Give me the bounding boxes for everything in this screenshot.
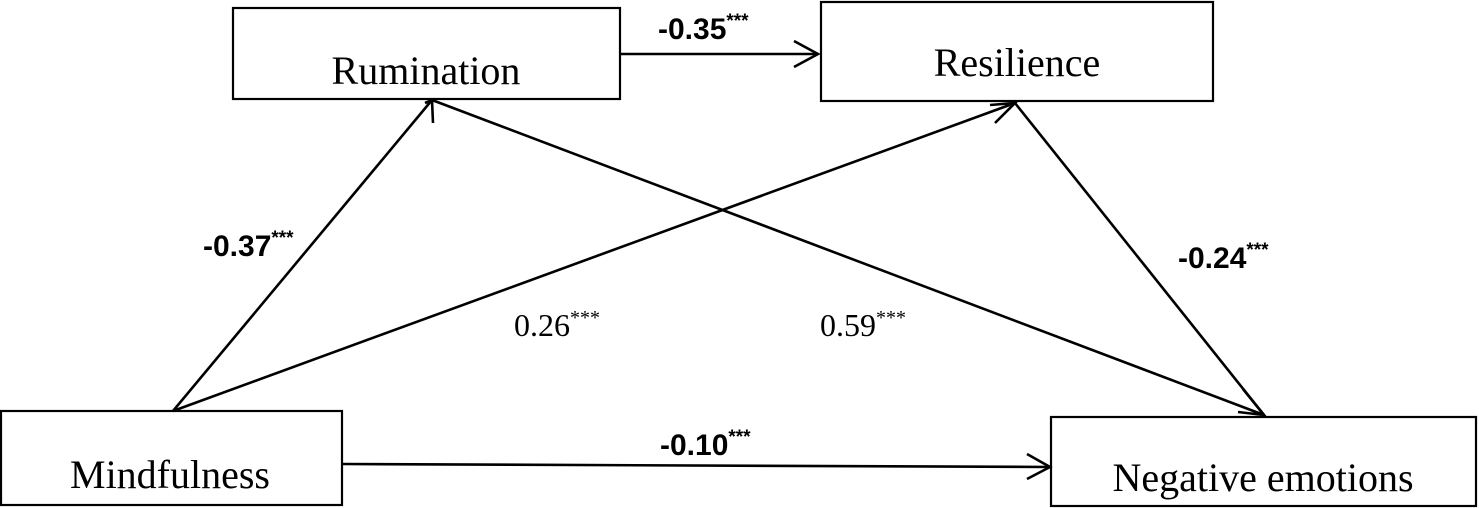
arrow-mindfulness-to-resilience	[172, 101, 1016, 413]
rumination-box	[231, 6, 622, 101]
mindfulness-label: Mindfulness	[70, 452, 270, 497]
rumination-node: Rumination	[231, 6, 622, 101]
negative-emotions-node: Negative emotions	[1049, 415, 1478, 508]
resilience-label: Resilience	[934, 40, 1101, 85]
arrow-resilience-to-negative-emotions	[1013, 102, 1266, 416]
arrow-mindfulness-to-negative-emotions	[341, 462, 1051, 469]
negative-emotions-label: Negative emotions	[1112, 455, 1413, 500]
coef-resilience-to-negative-emotions: -0.24***	[1178, 240, 1269, 275]
arrow-mindfulness-to-rumination	[172, 99, 433, 412]
mindfulness-box	[0, 409, 344, 507]
arrow-rumination-to-negative-emotions	[431, 98, 1265, 417]
coef-mindfulness-to-rumination: -0.37***	[203, 228, 294, 263]
mindfulness-node: Mindfulness	[0, 409, 344, 507]
resilience-node: Resilience	[819, 0, 1215, 103]
coef-rumination-to-negative-emotions: 0.59***	[820, 307, 906, 343]
rumination-label: Rumination	[332, 48, 521, 93]
negative-emotions-box	[1049, 415, 1478, 508]
resilience-box	[819, 0, 1215, 103]
arrowhead-resilience-left	[989, 101, 1019, 124]
coef-rumination-to-resilience: -0.35***	[658, 11, 749, 46]
arrowhead-negative-emotions-top	[1237, 388, 1268, 417]
arrowhead-resilience-top	[793, 39, 821, 69]
arrowhead-rumination	[424, 98, 435, 124]
coef-mindfulness-to-negative-emotions: -0.10***	[660, 427, 751, 462]
arrowhead-negative-emotions-left	[1026, 452, 1053, 481]
coef-mindfulness-to-resilience: 0.26***	[514, 307, 600, 343]
